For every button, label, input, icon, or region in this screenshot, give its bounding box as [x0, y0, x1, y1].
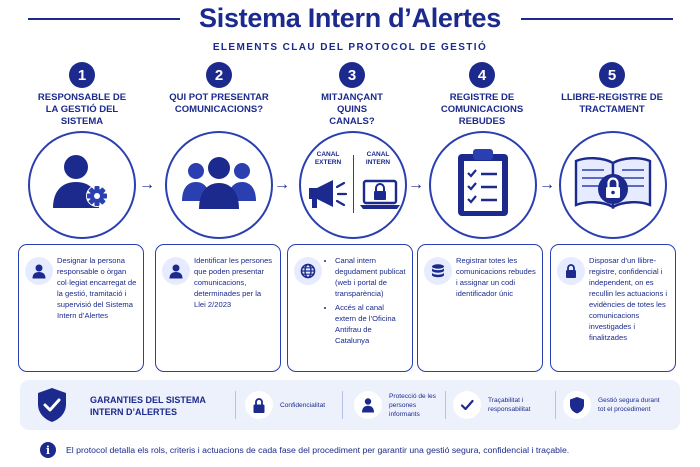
step-4-circle	[429, 131, 537, 239]
step-number: 1	[69, 62, 95, 88]
step-3-circle: CANAL EXTERN CANAL INTERN	[299, 131, 407, 239]
arrow-right-icon: →	[274, 176, 290, 193]
user-gear-icon	[47, 150, 117, 221]
list-item: Canal intern degudament publicat (web i …	[335, 255, 407, 299]
arrow-right-icon: →	[139, 176, 155, 193]
step-number: 3	[339, 62, 365, 88]
lock-icon	[557, 257, 585, 285]
database-icon	[424, 257, 452, 285]
megaphone-icon	[307, 177, 349, 216]
step-description-text: Designar la persona responsable o òrgan …	[57, 256, 137, 320]
check-icon	[453, 391, 481, 419]
page-subtitle: ELEMENTS CLAU DEL PROTOCOL DE GESTIÓ	[212, 42, 488, 53]
step-1-circle	[28, 131, 136, 239]
guarantee-label: Protecció de les persones informants	[389, 392, 436, 418]
divider	[342, 391, 343, 419]
step-1: 1 RESPONSABLE DE LA GESTIÓ DEL SISTEMA	[15, 62, 149, 130]
list-item: Accés al canal extern de l’Oficina Antif…	[335, 302, 407, 346]
step-heading: LLIBRE-REGISTRE DE TRACTAMENT	[561, 92, 663, 115]
guarantee-item: Confidencialitat	[245, 388, 340, 422]
step-description-text: Registrar totes les comunicacions rebude…	[456, 256, 536, 298]
guarantees-panel: GARANTIES DEL SISTEMA INTERN D’ALERTES C…	[20, 380, 680, 430]
step-number: 2	[206, 62, 232, 88]
shield-check-icon	[36, 387, 68, 428]
footer-note: i El protocol detalla els rols, criteris…	[40, 442, 569, 458]
step-description-text: Disposar d’un llibre-registre, confidenc…	[589, 256, 668, 342]
globe-icon	[294, 257, 322, 285]
book-lock-icon	[570, 153, 656, 218]
footer-text: El protocol detalla els rols, criteris i…	[66, 445, 570, 455]
step-heading: RESPONSABLE DE LA GESTIÓ DEL SISTEMA	[37, 92, 127, 127]
step-3-description: Canal intern degudament publicat (web i …	[287, 244, 413, 372]
clipboard-checklist-icon	[455, 147, 511, 224]
divider	[235, 391, 236, 419]
page-title: Sistema Intern d’Alertes	[199, 3, 501, 33]
canal-intern-label: CANAL INTERN	[365, 151, 391, 166]
step-heading: REGISTRE DE COMUNICACIONS REBUDES	[440, 92, 524, 127]
divider	[445, 391, 446, 419]
people-group-icon	[179, 155, 259, 216]
step-2-description: Identificar les persones que poden prese…	[155, 244, 281, 372]
canal-divider	[353, 155, 354, 213]
guarantee-item: Protecció de les persones informants	[354, 388, 443, 422]
shield-icon	[563, 391, 591, 419]
arrow-right-icon: →	[408, 176, 424, 193]
step-5-description: Disposar d’un llibre-registre, confidenc…	[550, 244, 676, 372]
step-number: 4	[469, 62, 495, 88]
guarantee-label: Gestió segura durant tot el procediment	[598, 397, 660, 413]
step-4: 4 REGISTRE DE COMUNICACIONS REBUDES	[415, 62, 549, 130]
person-shield-icon	[354, 391, 382, 419]
step-5: 5 LLIBRE-REGISTRE DE TRACTAMENT	[545, 62, 679, 130]
guarantee-item: Traçabilitat i responsabilitat	[453, 388, 554, 422]
canal-extern-label: CANAL EXTERN	[314, 151, 342, 166]
step-2: 2 QUI POT PRESENTAR COMUNICACIONS?	[152, 62, 286, 130]
guarantees-title: GARANTIES DEL SISTEMA INTERN D’ALERTES	[90, 395, 206, 417]
guarantee-label: Confidencialitat	[280, 401, 326, 409]
step-number: 5	[599, 62, 625, 88]
step-2-circle	[165, 131, 273, 239]
guarantee-label: Traçabilitat i responsabilitat	[488, 397, 531, 413]
user-icon	[25, 257, 53, 285]
step-heading: MITJANÇANT QUINS CANALS?	[321, 92, 383, 127]
step-4-description: Registrar totes les comunicacions rebude…	[417, 244, 543, 372]
divider	[555, 391, 556, 419]
title-rule-left	[28, 18, 180, 20]
lock-icon	[245, 391, 273, 419]
step-5-circle	[559, 131, 667, 239]
step-description-text: Identificar les persones que poden prese…	[194, 256, 273, 309]
arrow-right-icon: →	[539, 176, 555, 193]
step-description-text: Canal intern degudament publicat (web i …	[326, 255, 407, 349]
user-icon	[162, 257, 190, 285]
info-icon: i	[40, 442, 56, 458]
step-3: 3 MITJANÇANT QUINS CANALS?	[285, 62, 419, 130]
step-1-description: Designar la persona responsable o òrgan …	[18, 244, 144, 372]
guarantee-item: Gestió segura durant tot el procediment	[563, 388, 664, 422]
laptop-lock-icon	[359, 179, 401, 216]
title-rule-right	[521, 18, 673, 20]
step-heading: QUI POT PRESENTAR COMUNICACIONS?	[169, 92, 269, 115]
